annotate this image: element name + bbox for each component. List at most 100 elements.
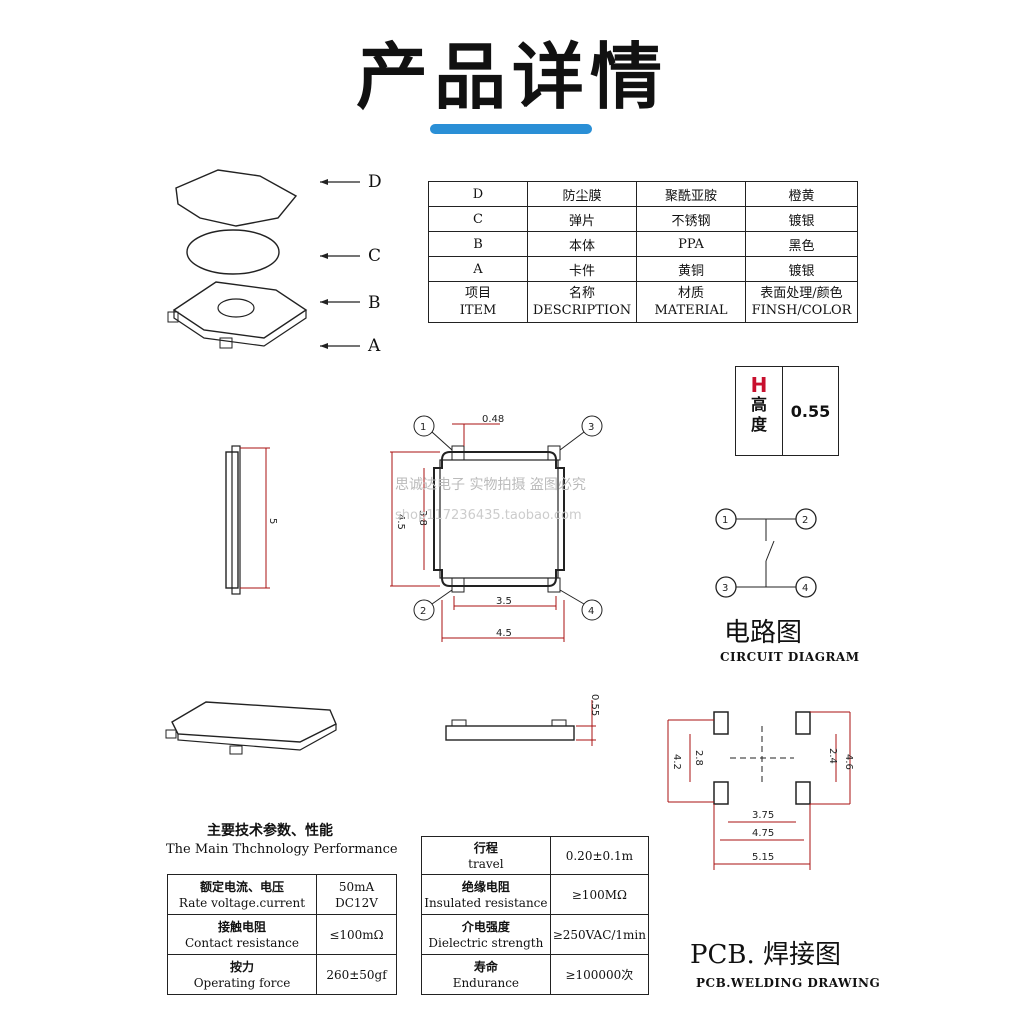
height-symbol: H	[750, 373, 768, 397]
bom-cell: D	[428, 181, 528, 207]
bom-cell: 不锈钢	[636, 206, 746, 232]
dim-pcb-right: 4.6	[843, 754, 854, 770]
perspective-view-drawing	[165, 701, 337, 755]
circuit-diagram: 1 2 3 4	[715, 508, 817, 598]
bom-cell: 卡件	[527, 256, 637, 282]
table-row: C 弹片 不锈钢 镀银	[428, 206, 858, 232]
circuit-pin-4: 4	[802, 583, 808, 594]
param-en: Rate voltage.current	[178, 895, 306, 910]
dim-left-h: 4.5	[395, 514, 406, 530]
param-value: 0.20±0.1m	[549, 836, 650, 875]
bom-cell: 镀银	[745, 206, 858, 232]
bom-cell: C	[428, 206, 528, 232]
param-value: ≥100MΩ	[549, 874, 650, 915]
circuit-pin-3: 3	[722, 583, 728, 594]
header-cn: 材质	[677, 286, 704, 301]
header-en: DESCRIPTION	[532, 303, 632, 318]
param-value: 50mA DC12V	[316, 874, 397, 915]
param-cn: 行程	[473, 840, 498, 855]
pcb-footprint-drawing: 4.2 2.8 2.4 4.6 3.75 4.75 5.15	[667, 711, 854, 870]
pcb-subtitle: PCB.WELDING DRAWING	[696, 976, 881, 990]
param-cn: 接触电阻	[217, 919, 266, 934]
performance-subtitle: The Main Thchnology Performance	[166, 842, 398, 857]
table-row: A 卡件 黄铜 镀银	[428, 256, 858, 282]
exploded-view-drawing	[167, 169, 360, 349]
param-en: Operating force	[193, 975, 291, 990]
height-value: 0.55	[790, 401, 831, 421]
pcb-title: PCB. 焊接图	[690, 940, 842, 970]
dim-pcb-w3: 5.15	[752, 852, 774, 863]
dim-pcb-inner-right: 2.4	[827, 748, 838, 764]
bom-cell: 黄铜	[636, 256, 746, 282]
param-en: Insulated resistance	[424, 895, 548, 910]
height-label-2: 度	[750, 415, 767, 434]
bom-cell: A	[428, 256, 528, 282]
top-view-drawing: 0.48 4.5 3.8 3.5 4.5 1 3 2 4	[390, 414, 603, 642]
dim-thick: 0.55	[589, 694, 600, 716]
pin-1: 1	[420, 422, 426, 433]
param-cn: 按力	[229, 959, 254, 974]
bom-cell: 黑色	[745, 231, 858, 257]
dim-pcb-inner-left: 2.8	[693, 750, 704, 766]
header-en: ITEM	[459, 303, 497, 318]
bom-cell: 防尘膜	[527, 181, 637, 207]
param-en: Contact resistance	[185, 935, 299, 950]
height-label: H 高 度	[736, 367, 783, 455]
param-en: Endurance	[452, 975, 520, 990]
watermark-text: 思诚达电子 实物拍摄 盗图必究	[395, 477, 586, 493]
label-a: A	[368, 336, 381, 356]
pin-3: 3	[588, 422, 594, 433]
param-en: Dielectric strength	[428, 935, 544, 950]
height-box: H 高 度 0.55	[735, 366, 839, 456]
label-b: B	[368, 293, 381, 313]
pin-4: 4	[588, 606, 594, 617]
dim-inner-h: 3.8	[417, 510, 428, 526]
param-value: ≥250VAC/1min	[549, 914, 650, 955]
bom-cell: PPA	[636, 231, 746, 257]
side-view-drawing: 5	[225, 445, 278, 595]
table-row: D 防尘膜 聚酰亚胺 橙黄	[428, 181, 858, 207]
header-cn: 表面处理/颜色	[760, 286, 843, 301]
param-cn: 绝缘电阻	[461, 879, 510, 894]
circuit-title: 电路图	[724, 618, 803, 648]
label-d: D	[368, 172, 382, 192]
circuit-pin-2: 2	[802, 515, 808, 526]
param-en: travel	[468, 856, 504, 871]
dim-pcb-w2: 4.75	[752, 828, 774, 839]
header-cn: 名称	[568, 286, 595, 301]
dim-side-h: 5	[267, 518, 278, 524]
bom-cell: 聚酰亚胺	[636, 181, 746, 207]
dim-top-w: 0.48	[482, 414, 504, 425]
header-en: FINSH/COLOR	[751, 303, 852, 318]
param-cn: 额定电流、电压	[199, 879, 284, 894]
dim-pcb-w1: 3.75	[752, 810, 774, 821]
bom-cell: 镀银	[745, 256, 858, 282]
circuit-pin-1: 1	[722, 515, 728, 526]
bom-cell: 橙黄	[745, 181, 858, 207]
bom-table: D 防尘膜 聚酰亚胺 橙黄 C 弹片 不锈钢 镀银 B 本体 PPA 黑色 A …	[428, 181, 858, 323]
title-underline	[430, 124, 592, 134]
param-cn: 寿命	[473, 959, 498, 974]
label-c: C	[368, 246, 382, 266]
pin-2: 2	[420, 606, 426, 617]
dim-pcb-left: 4.2	[671, 754, 682, 770]
bom-header-description: 名称 DESCRIPTION	[527, 281, 637, 323]
height-label-1: 高	[750, 395, 767, 414]
bom-cell: 弹片	[527, 206, 637, 232]
param-value: 260±50gf	[316, 954, 397, 995]
dim-outer-w: 4.5	[496, 628, 512, 639]
